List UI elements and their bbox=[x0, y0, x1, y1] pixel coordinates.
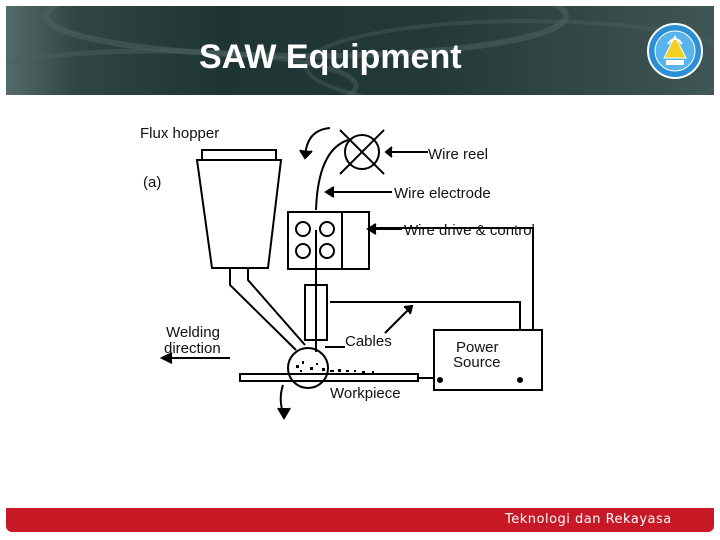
label-wire-reel: Wire reel bbox=[428, 146, 488, 163]
weld-zone-circle bbox=[287, 347, 329, 389]
saw-equipment-diagram: Flux hopper (a) Wire reel Wire electrode… bbox=[140, 125, 543, 420]
flux-tube-right bbox=[247, 268, 306, 346]
label-power: Power bbox=[456, 339, 499, 356]
power-source-box bbox=[433, 329, 543, 391]
reel-rotation-arrowhead bbox=[299, 149, 313, 160]
slide-title: SAW Equipment bbox=[199, 38, 462, 76]
tut-wuri-handayani-emblem-icon bbox=[647, 23, 703, 79]
label-welding: Welding bbox=[166, 324, 220, 341]
cables-arrow-upper bbox=[384, 307, 411, 334]
wire-reel bbox=[344, 134, 380, 170]
slide-header: SAW Equipment bbox=[6, 6, 714, 95]
label-wire-electrode: Wire electrode bbox=[394, 185, 491, 202]
slide-footer-bar bbox=[6, 508, 714, 532]
label-wire-drive: Wire drive & control bbox=[404, 222, 535, 239]
control-cable bbox=[369, 227, 534, 330]
footer-text: Teknologi dan Rekayasa bbox=[505, 512, 672, 527]
flux-tube-left bbox=[229, 268, 297, 351]
label-workpiece: Workpiece bbox=[330, 385, 401, 402]
wire-electrode-upper bbox=[315, 139, 349, 211]
header-texture bbox=[6, 6, 714, 95]
label-a: (a) bbox=[143, 174, 161, 191]
label-source: Source bbox=[453, 354, 501, 371]
flux-hopper bbox=[195, 159, 283, 269]
label-direction: direction bbox=[164, 340, 221, 357]
label-flux-hopper: Flux hopper bbox=[140, 125, 219, 142]
flux-particles bbox=[296, 361, 374, 373]
wire-reel-spokes bbox=[339, 129, 385, 175]
workpiece-plate bbox=[239, 373, 419, 382]
power-cable bbox=[330, 301, 521, 330]
hopper-lid bbox=[201, 149, 277, 161]
label-cables: Cables bbox=[345, 333, 392, 350]
wire-drive-box bbox=[287, 211, 370, 270]
